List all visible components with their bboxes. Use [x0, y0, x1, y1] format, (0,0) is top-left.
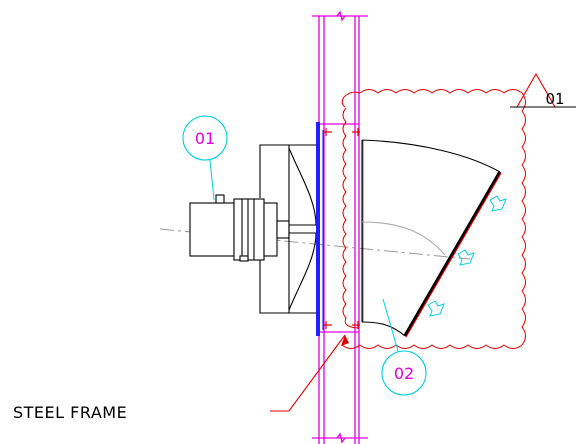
revision-tag-label: 01: [545, 90, 564, 108]
callout-damper-label: 02: [394, 364, 414, 383]
mounting-flange: [316, 122, 324, 336]
callout-motor-label: 01: [195, 129, 215, 148]
impeller: [288, 147, 317, 311]
steel-frame-leader: [270, 334, 349, 412]
bolts: [324, 128, 360, 329]
fan-housing: [259, 144, 318, 314]
motor: [189, 194, 290, 262]
louver-blade: [403, 171, 502, 338]
callout-damper: 02: [381, 298, 427, 396]
revision-triangle: 01: [510, 72, 576, 108]
revision-cloud: [341, 89, 526, 349]
steel-frame-label: STEEL FRAME: [13, 403, 127, 422]
steel-frame: [312, 10, 368, 444]
duct-elbow: [361, 139, 501, 337]
callout-motor: 01: [182, 115, 228, 201]
airflow-arrow-icons: [427, 195, 507, 317]
